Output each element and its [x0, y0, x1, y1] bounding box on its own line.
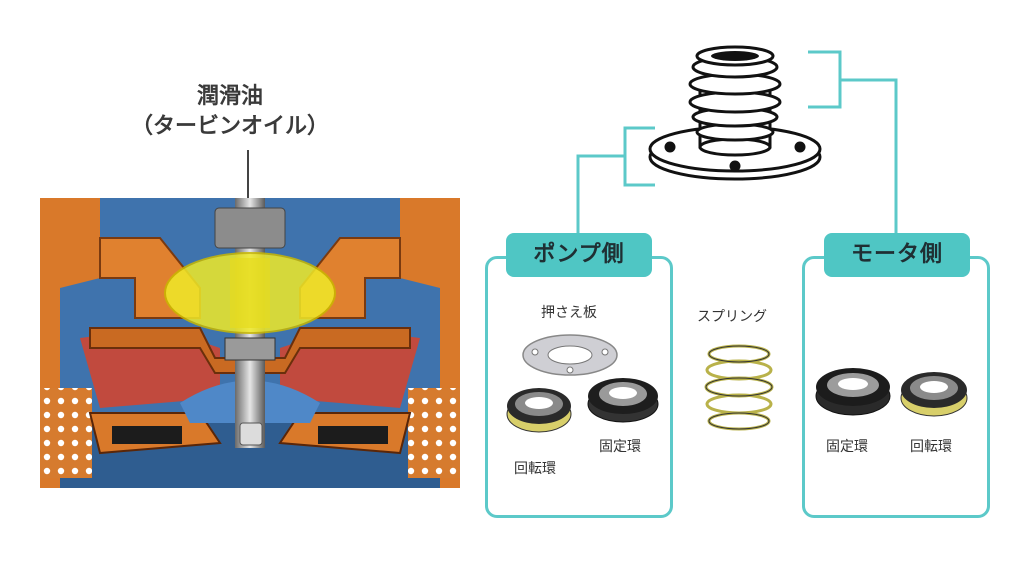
motor-rotating-ring-label: 回転環: [910, 439, 952, 455]
pump-side-title: ポンプ側: [506, 233, 652, 277]
pressure-plate-label: 押さえ板: [541, 305, 597, 321]
oil-label-line1: 潤滑油: [196, 84, 263, 109]
motor-fixed-ring-image: [815, 368, 891, 416]
pump-cutaway-image: [40, 198, 460, 488]
pressure-plate-image: [522, 334, 618, 376]
pump-rotating-ring-label: 回転環: [514, 461, 556, 477]
oil-label-line2: （タービンオイル）: [130, 114, 329, 139]
motor-side-title: モータ側: [824, 233, 970, 277]
pump-rotating-ring-image: [506, 388, 572, 433]
oil-label: 潤滑油 （タービンオイル）: [120, 82, 340, 142]
motor-rotating-ring-image: [900, 372, 968, 417]
pump-fixed-ring-image: [587, 378, 659, 423]
spring-image: [704, 344, 774, 431]
pump-fixed-ring-label: 固定環: [599, 439, 641, 455]
motor-fixed-ring-label: 固定環: [826, 439, 868, 455]
mechanical-seal-illustration: [648, 45, 822, 181]
spring-label: スプリング: [697, 309, 767, 325]
